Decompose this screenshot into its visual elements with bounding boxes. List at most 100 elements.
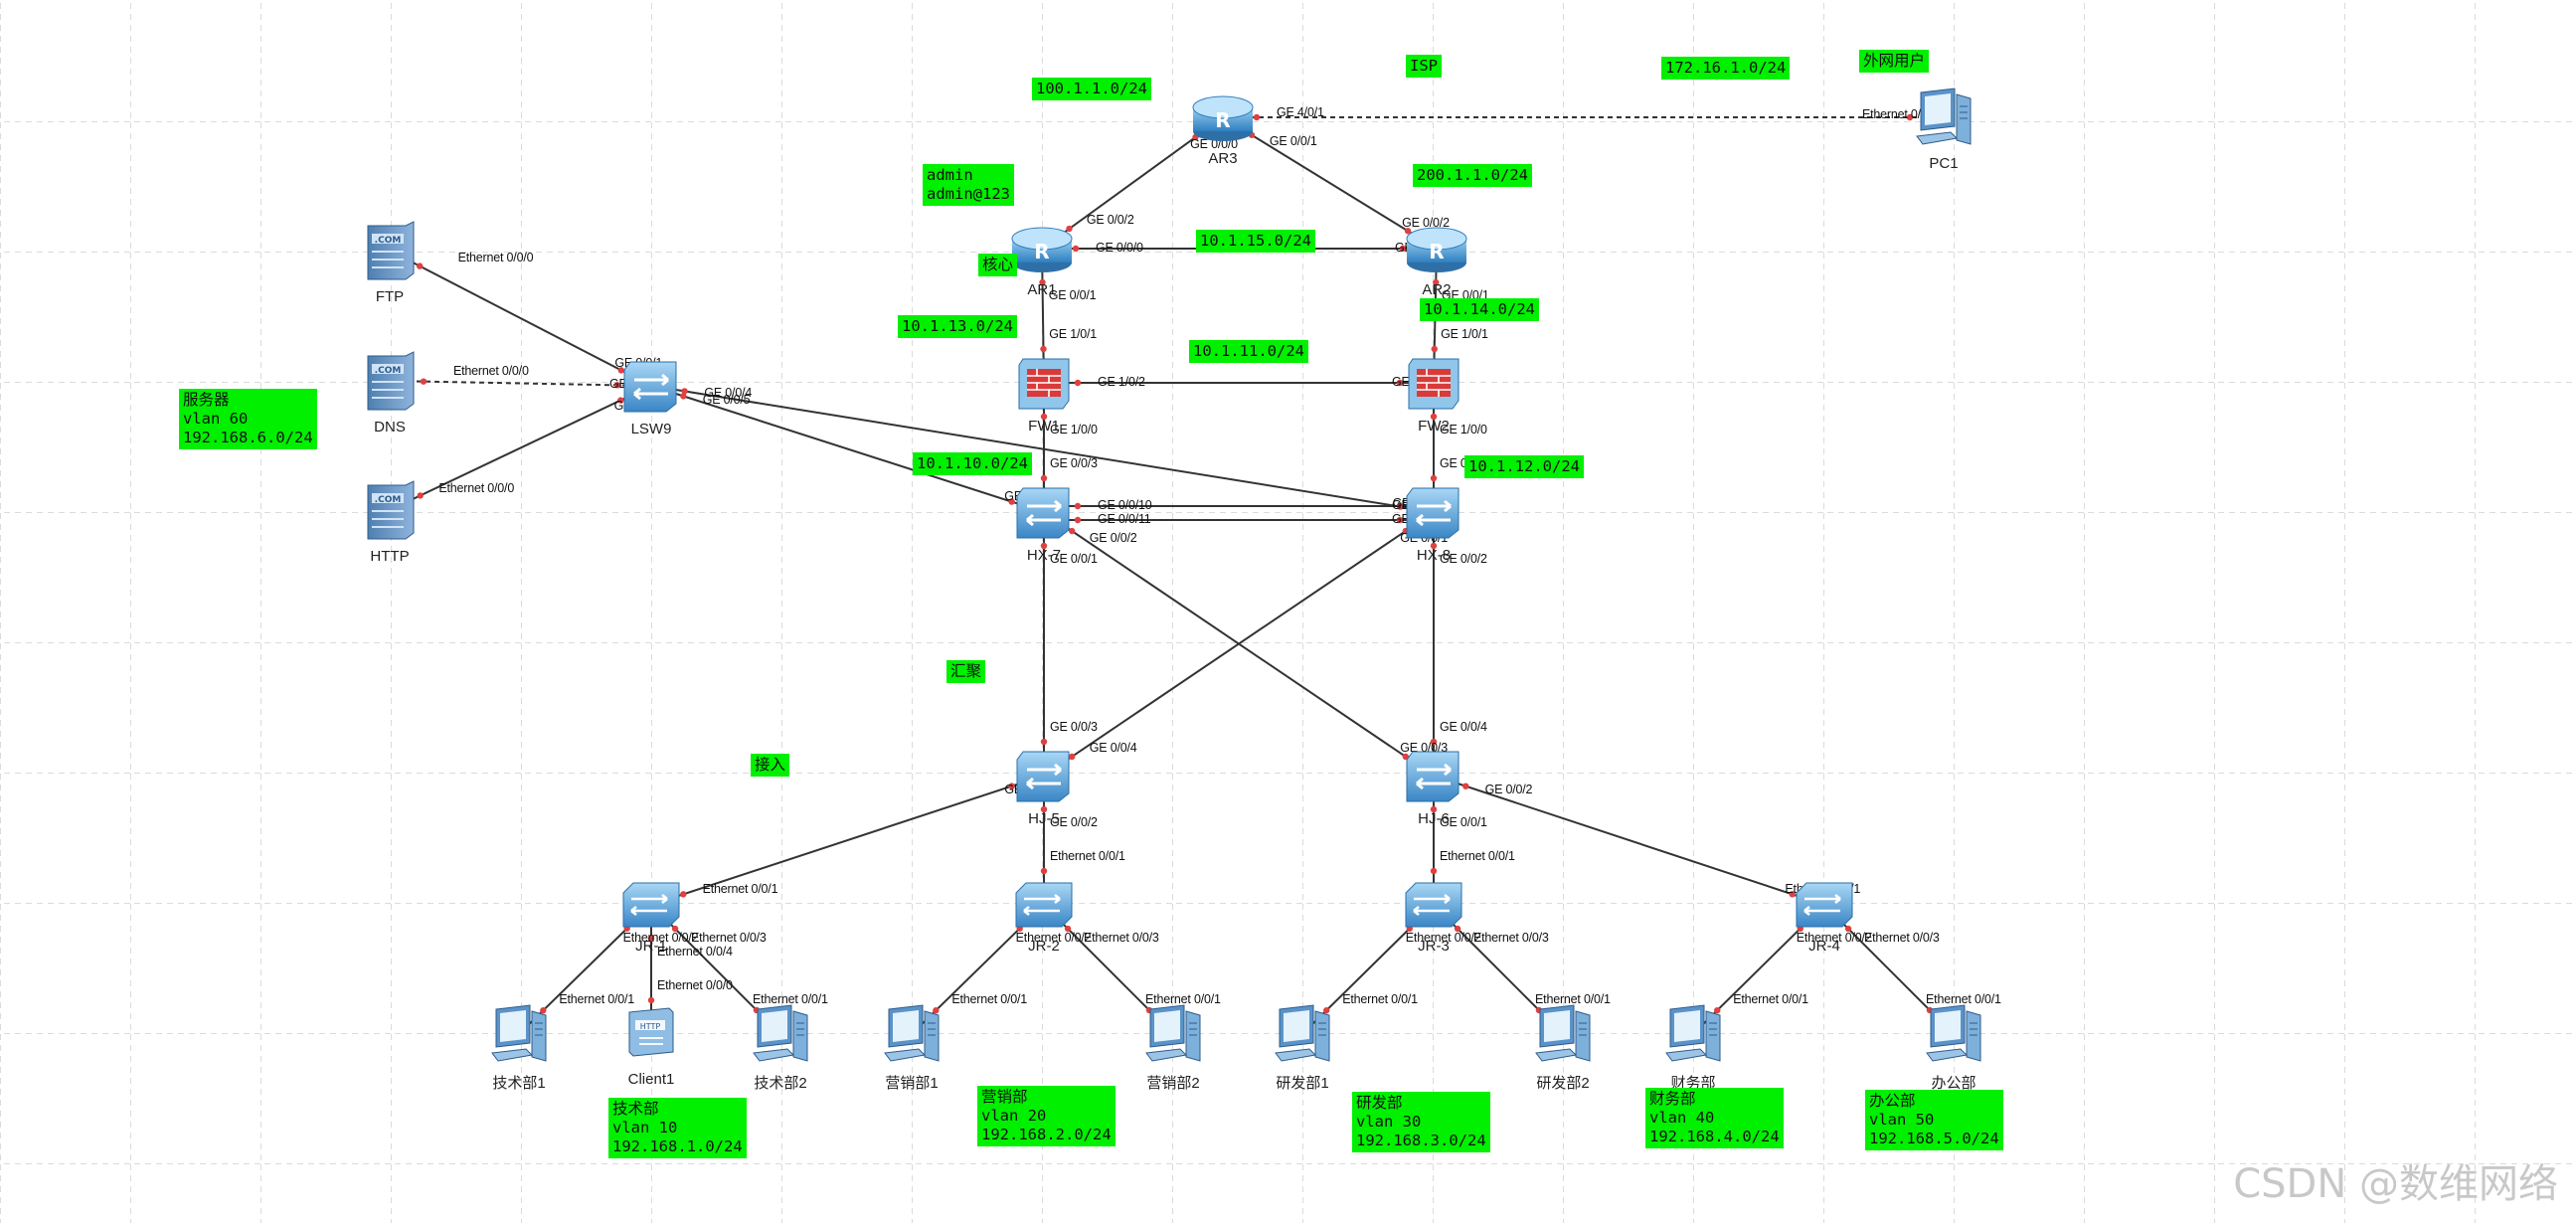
tag-line: 研发部	[1356, 1094, 1403, 1112]
port-dots-layer	[417, 113, 1934, 1014]
tag-line: 10.1.14.0/24	[1424, 300, 1535, 318]
pc-icon	[748, 1003, 813, 1070]
router-icon: R	[1190, 91, 1256, 148]
device-label: DNS	[374, 419, 406, 436]
port-label: Ethernet 0/0/2	[1405, 930, 1481, 945]
device-jr2[interactable]: JR-2	[989, 879, 1099, 955]
pc-icon	[1911, 87, 1976, 153]
link-lsw9-hx7[interactable]	[650, 385, 1045, 513]
device-f1[interactable]: 财务部	[1638, 1003, 1748, 1093]
device-s1[interactable]: 营销部1	[857, 1003, 966, 1093]
l3switch-icon	[1403, 748, 1464, 808]
port-label: Ethernet 0/0/1	[1862, 107, 1938, 121]
port-dot	[1040, 413, 1048, 421]
svg-text:R: R	[1429, 240, 1444, 263]
port-dot	[1008, 783, 1015, 789]
device-jr1[interactable]: JR-1	[597, 879, 706, 955]
device-label: FTP	[375, 288, 405, 305]
port-dot	[1433, 278, 1440, 286]
device-r1[interactable]: 研发部1	[1248, 1003, 1357, 1093]
device-label: AR1	[1027, 281, 1057, 298]
l2switch-icon	[619, 879, 683, 936]
tag-net-11: 10.1.11.0/24	[1189, 340, 1308, 363]
device-lsw9[interactable]: LSW9	[597, 358, 706, 437]
link-dns-lsw9[interactable]	[389, 380, 652, 387]
device-s2[interactable]: 营销部2	[1118, 1003, 1228, 1093]
tag-line: vlan 40	[1649, 1109, 1715, 1127]
link-hj5-jr1[interactable]	[650, 775, 1045, 906]
device-label: 办公部	[1931, 1075, 1976, 1092]
device-hx7[interactable]: HX-7	[989, 484, 1099, 564]
port-dot	[681, 388, 688, 395]
device-hj5[interactable]: HJ-5	[989, 748, 1099, 827]
device-hj6[interactable]: HJ-6	[1379, 748, 1488, 827]
port-dot	[1074, 516, 1082, 524]
port-label: Ethernet 0/0/2	[1796, 930, 1872, 945]
link-hj6-jr4[interactable]	[1433, 775, 1825, 906]
device-fw1[interactable]: FW1	[989, 355, 1099, 435]
device-label: FW1	[1028, 418, 1060, 435]
device-jr3[interactable]: JR-3	[1379, 879, 1488, 955]
device-label: HTTP	[370, 548, 410, 565]
port-label: GE 0/0/1	[1048, 287, 1097, 302]
port-label: Ethernet 0/0/1	[702, 881, 778, 896]
device-fw2[interactable]: FW2	[1379, 355, 1488, 435]
device-hx8[interactable]: HX-8	[1379, 484, 1488, 564]
svg-text:R: R	[1215, 108, 1230, 132]
port-label: Ethernet 0/0/1	[1535, 992, 1611, 1007]
link-ar3-ar1[interactable]	[1041, 116, 1224, 250]
port-dot	[417, 262, 424, 269]
port-label: GE 0/0/4	[1089, 741, 1137, 756]
port-label: Ethernet 0/0/2	[1015, 930, 1092, 945]
port-label: GE 0/0/1	[1269, 134, 1317, 149]
link-ftp-lsw9[interactable]	[389, 250, 652, 387]
device-t2[interactable]: 技术部2	[726, 1003, 835, 1093]
device-label: JR-2	[1028, 938, 1060, 955]
port-label: GE 0/0/11	[1098, 512, 1151, 526]
port-dot	[617, 367, 624, 374]
port-dot	[1430, 474, 1438, 482]
tag-net-10: 10.1.10.0/24	[913, 452, 1032, 475]
link-hx8-hj5[interactable]	[1043, 511, 1435, 777]
device-t1[interactable]: 技术部1	[464, 1003, 574, 1093]
device-label: 研发部2	[1536, 1075, 1590, 1092]
device-jr4[interactable]: JR-4	[1770, 879, 1879, 955]
port-dot	[1040, 542, 1048, 550]
port-dot	[1008, 498, 1015, 505]
tag-net-12: 10.1.12.0/24	[1464, 455, 1584, 478]
port-label: Ethernet 0/0/0	[438, 481, 515, 496]
port-dot	[1039, 278, 1046, 286]
port-label: GE 0/0/0	[1096, 241, 1143, 255]
tag-line: 192.168.1.0/24	[612, 1137, 743, 1155]
tag-line: 接入	[755, 756, 786, 774]
port-dot	[1040, 805, 1048, 813]
port-label: GE 0/0/4	[1440, 720, 1487, 734]
device-r2[interactable]: 研发部2	[1508, 1003, 1618, 1093]
port-label: GE 0/0/4	[704, 385, 753, 400]
device-o1[interactable]: 办公部	[1899, 1003, 2008, 1093]
tag-access: 接入	[751, 754, 790, 777]
port-label: GE 1/0/2	[1098, 375, 1145, 389]
link-ar3-ar2[interactable]	[1222, 116, 1438, 250]
port-label: Ethernet 0/0/1	[559, 992, 635, 1007]
device-pc1[interactable]: PC1	[1889, 87, 1998, 172]
tag-line: vlan 30	[1356, 1113, 1422, 1131]
port-dot	[1399, 245, 1407, 253]
l3switch-icon	[1013, 484, 1075, 545]
link-http-lsw9[interactable]	[389, 385, 652, 511]
pc-icon	[1921, 1003, 1986, 1070]
port-label: Ethernet 0/0/0	[657, 978, 733, 992]
port-label: Ethernet 0/0/4	[657, 945, 733, 959]
link-lsw9-hx8[interactable]	[650, 385, 1435, 513]
